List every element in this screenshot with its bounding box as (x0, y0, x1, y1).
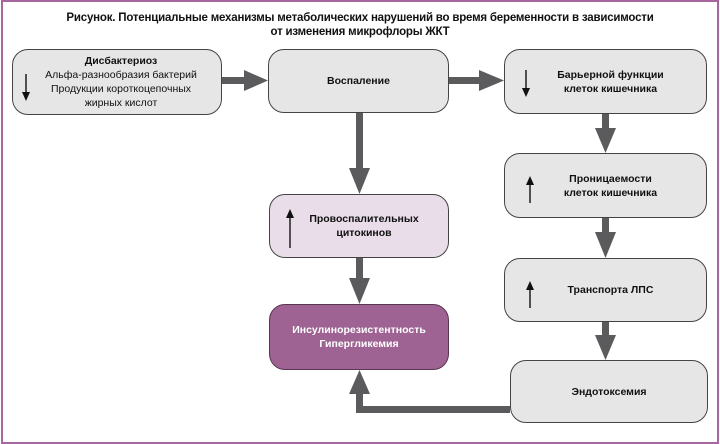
arrow-down-icon (22, 74, 30, 101)
node-line: клеток кишечника (563, 82, 658, 95)
node-line: Продукции короткоцепочных (50, 83, 192, 95)
node-endotoxemia: Эндотоксемия (510, 360, 708, 423)
node-line: Гипергликемия (319, 338, 399, 350)
node-line: Транспорта ЛПС (567, 284, 654, 296)
arrow-inflammation-to-cytokines (349, 113, 370, 194)
arrow-down-icon (522, 70, 530, 97)
node-title: Дисбактериоз (84, 55, 158, 67)
node-line: Провоспалительных (309, 213, 419, 225)
title-line-2: от изменения микрофлоры ЖКТ (270, 26, 450, 38)
figure-title: Рисунок. Потенциальные механизмы метабол… (0, 11, 720, 39)
node-cytokines: Провоспалительных цитокинов (269, 194, 449, 258)
arrow-up-icon (526, 176, 534, 203)
node-line: жирных кислот (84, 97, 158, 109)
node-line: Альфа-разнообразия бактерий (45, 69, 197, 81)
node-insulin-resistance: Инсулинорезистентность Гипергликемия (269, 304, 449, 370)
node-line: Инсулинорезистентность (292, 324, 426, 336)
node-line: Барьерной функции (557, 68, 664, 81)
arrow-lps-to-endotoxemia (595, 322, 616, 360)
node-permeability: Проницаемости клеток кишечника (504, 153, 707, 218)
arrow-dysbacteriosis-to-inflammation (222, 70, 268, 91)
arrow-barrier-to-permeability (595, 114, 616, 153)
node-line: Проницаемости (569, 172, 652, 185)
arrow-up-icon (286, 209, 294, 248)
node-line: Эндотоксемия (571, 385, 647, 398)
node-lps-transport: Транспорта ЛПС (504, 258, 707, 322)
node-line: цитокинов (336, 227, 392, 239)
title-line-1: Рисунок. Потенциальные механизмы метабол… (66, 12, 654, 24)
node-line: клеток кишечника (563, 186, 658, 199)
node-barrier-function: Барьерной функции клеток кишечника (504, 49, 707, 114)
arrow-cytokines-to-insulin (349, 258, 370, 304)
arrow-inflammation-to-barrier (449, 70, 504, 91)
node-dysbacteriosis: Дисбактериоз Альфа-разнообразия бактерий… (12, 49, 222, 115)
arrow-permeability-to-lps (595, 218, 616, 258)
arrow-endotoxemia-to-insulin (349, 370, 510, 413)
node-title: Воспаление (327, 75, 390, 87)
arrow-up-icon (526, 281, 534, 308)
node-inflammation: Воспаление (268, 49, 449, 113)
